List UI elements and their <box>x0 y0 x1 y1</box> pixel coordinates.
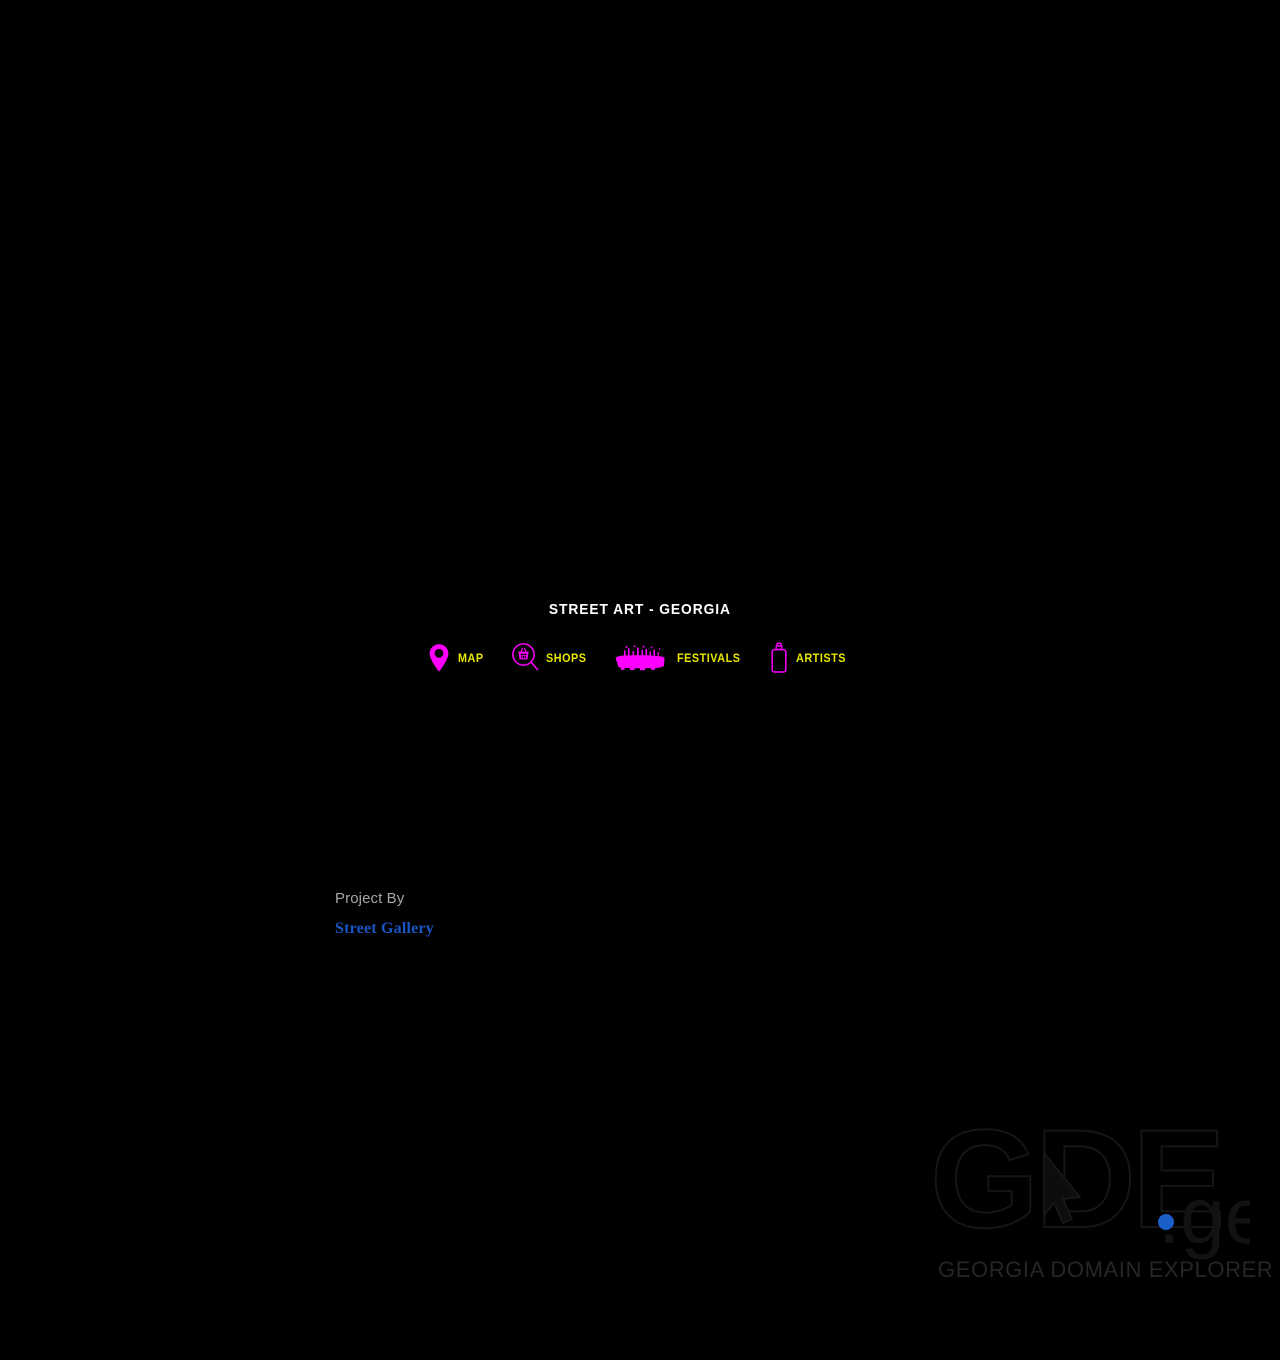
gde-logo-icon: GDE .ge <box>930 1105 1250 1260</box>
nav-item-festivals-label: FESTIVALS <box>676 651 741 665</box>
gde-watermark-subtitle: GEORGIA DOMAIN EXPLORER <box>938 1257 1274 1282</box>
street-gallery-link[interactable]: Street Gallery <box>335 919 434 937</box>
festival-crowd-icon <box>613 643 667 673</box>
project-by-label: Project By <box>335 890 405 907</box>
main-navigation: MAP SHOPS <box>428 642 852 674</box>
gde-watermark: GDE .ge GEORGIA DOMAIN EXPLORER <box>930 1105 1273 1290</box>
svg-text:GDE: GDE <box>930 1105 1221 1257</box>
basket-magnifier-icon <box>511 642 539 674</box>
spray-can-icon <box>769 642 789 674</box>
nav-item-festivals[interactable]: FESTIVALS <box>613 643 748 673</box>
nav-item-map[interactable]: MAP <box>428 643 486 673</box>
nav-item-map-label: MAP <box>458 651 484 665</box>
project-credit: Project By Street Gallery <box>335 888 434 940</box>
svg-text:.ge: .ge <box>1158 1171 1250 1260</box>
hero-section: STREET ART - GEORGIA MAP <box>0 600 1280 674</box>
nav-item-shops-label: SHOPS <box>545 651 587 665</box>
nav-item-artists-label: ARTISTS <box>796 651 847 665</box>
map-pin-icon <box>428 643 450 673</box>
nav-item-artists[interactable]: ARTISTS <box>769 642 852 674</box>
page-title: STREET ART - GEORGIA <box>549 601 731 618</box>
nav-item-shops[interactable]: SHOPS <box>509 642 591 674</box>
